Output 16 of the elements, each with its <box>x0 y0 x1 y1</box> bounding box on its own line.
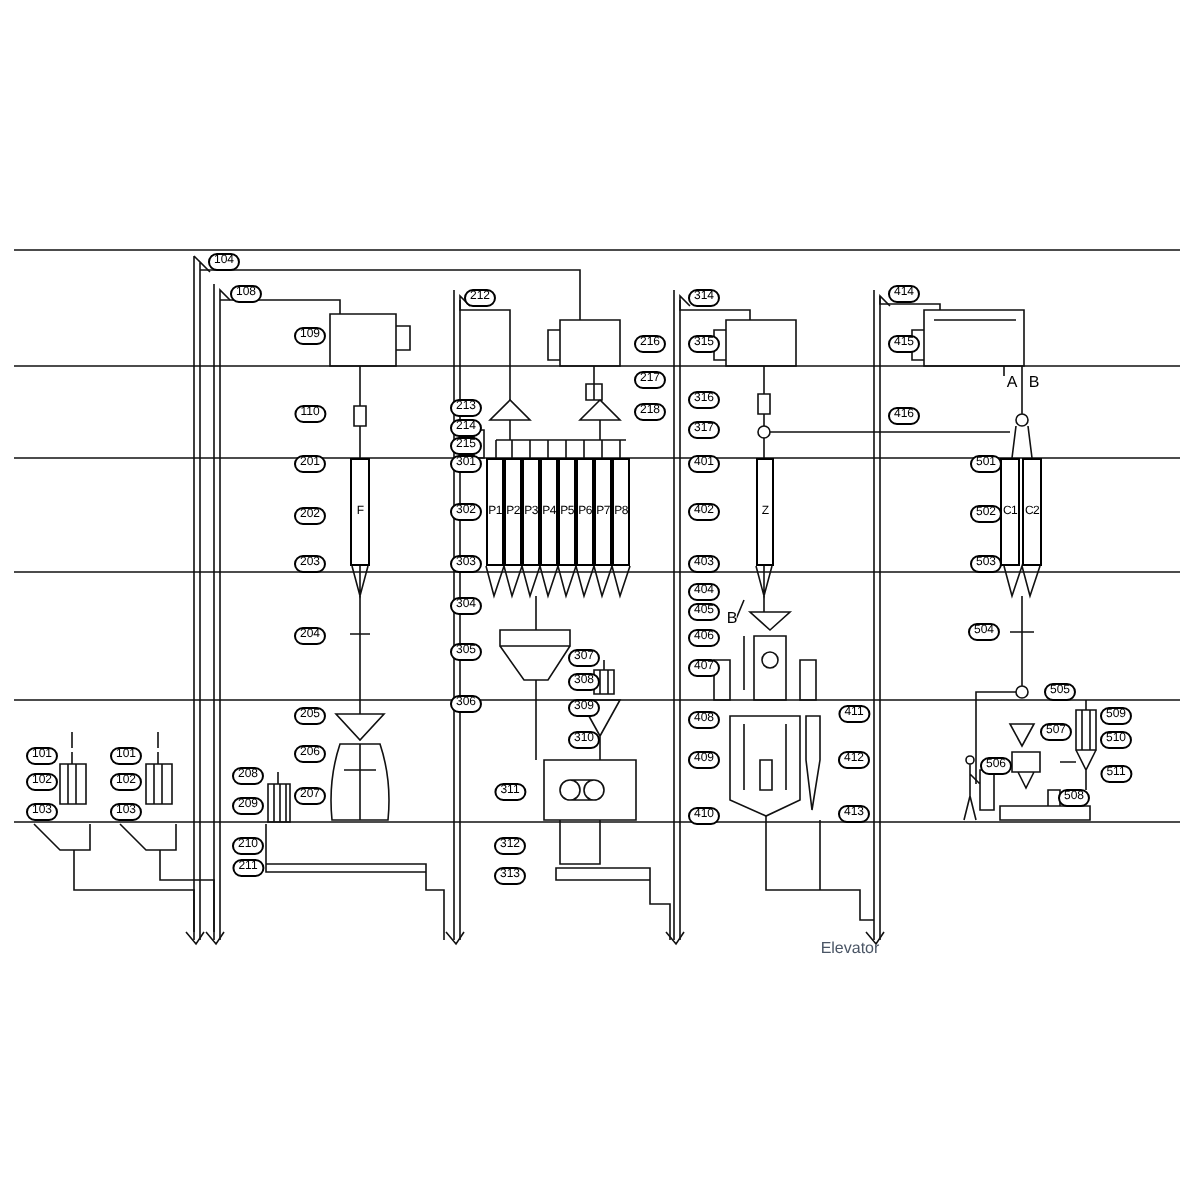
storage-bin <box>612 458 630 566</box>
storage-bin <box>350 458 370 566</box>
storage-bin <box>540 458 558 566</box>
storage-bin <box>1022 458 1042 566</box>
storage-bin <box>594 458 612 566</box>
outlet-letter: B <box>726 609 738 627</box>
storage-bin <box>486 458 504 566</box>
storage-bin <box>558 458 576 566</box>
storage-bin <box>756 458 774 566</box>
outlet-letter: A <box>1006 373 1018 391</box>
caption-text: Elevator <box>820 939 880 957</box>
storage-bin <box>504 458 522 566</box>
outlet-letter: B <box>1028 373 1040 391</box>
storage-bin <box>576 458 594 566</box>
storage-bin <box>522 458 540 566</box>
storage-bin <box>1000 458 1020 566</box>
